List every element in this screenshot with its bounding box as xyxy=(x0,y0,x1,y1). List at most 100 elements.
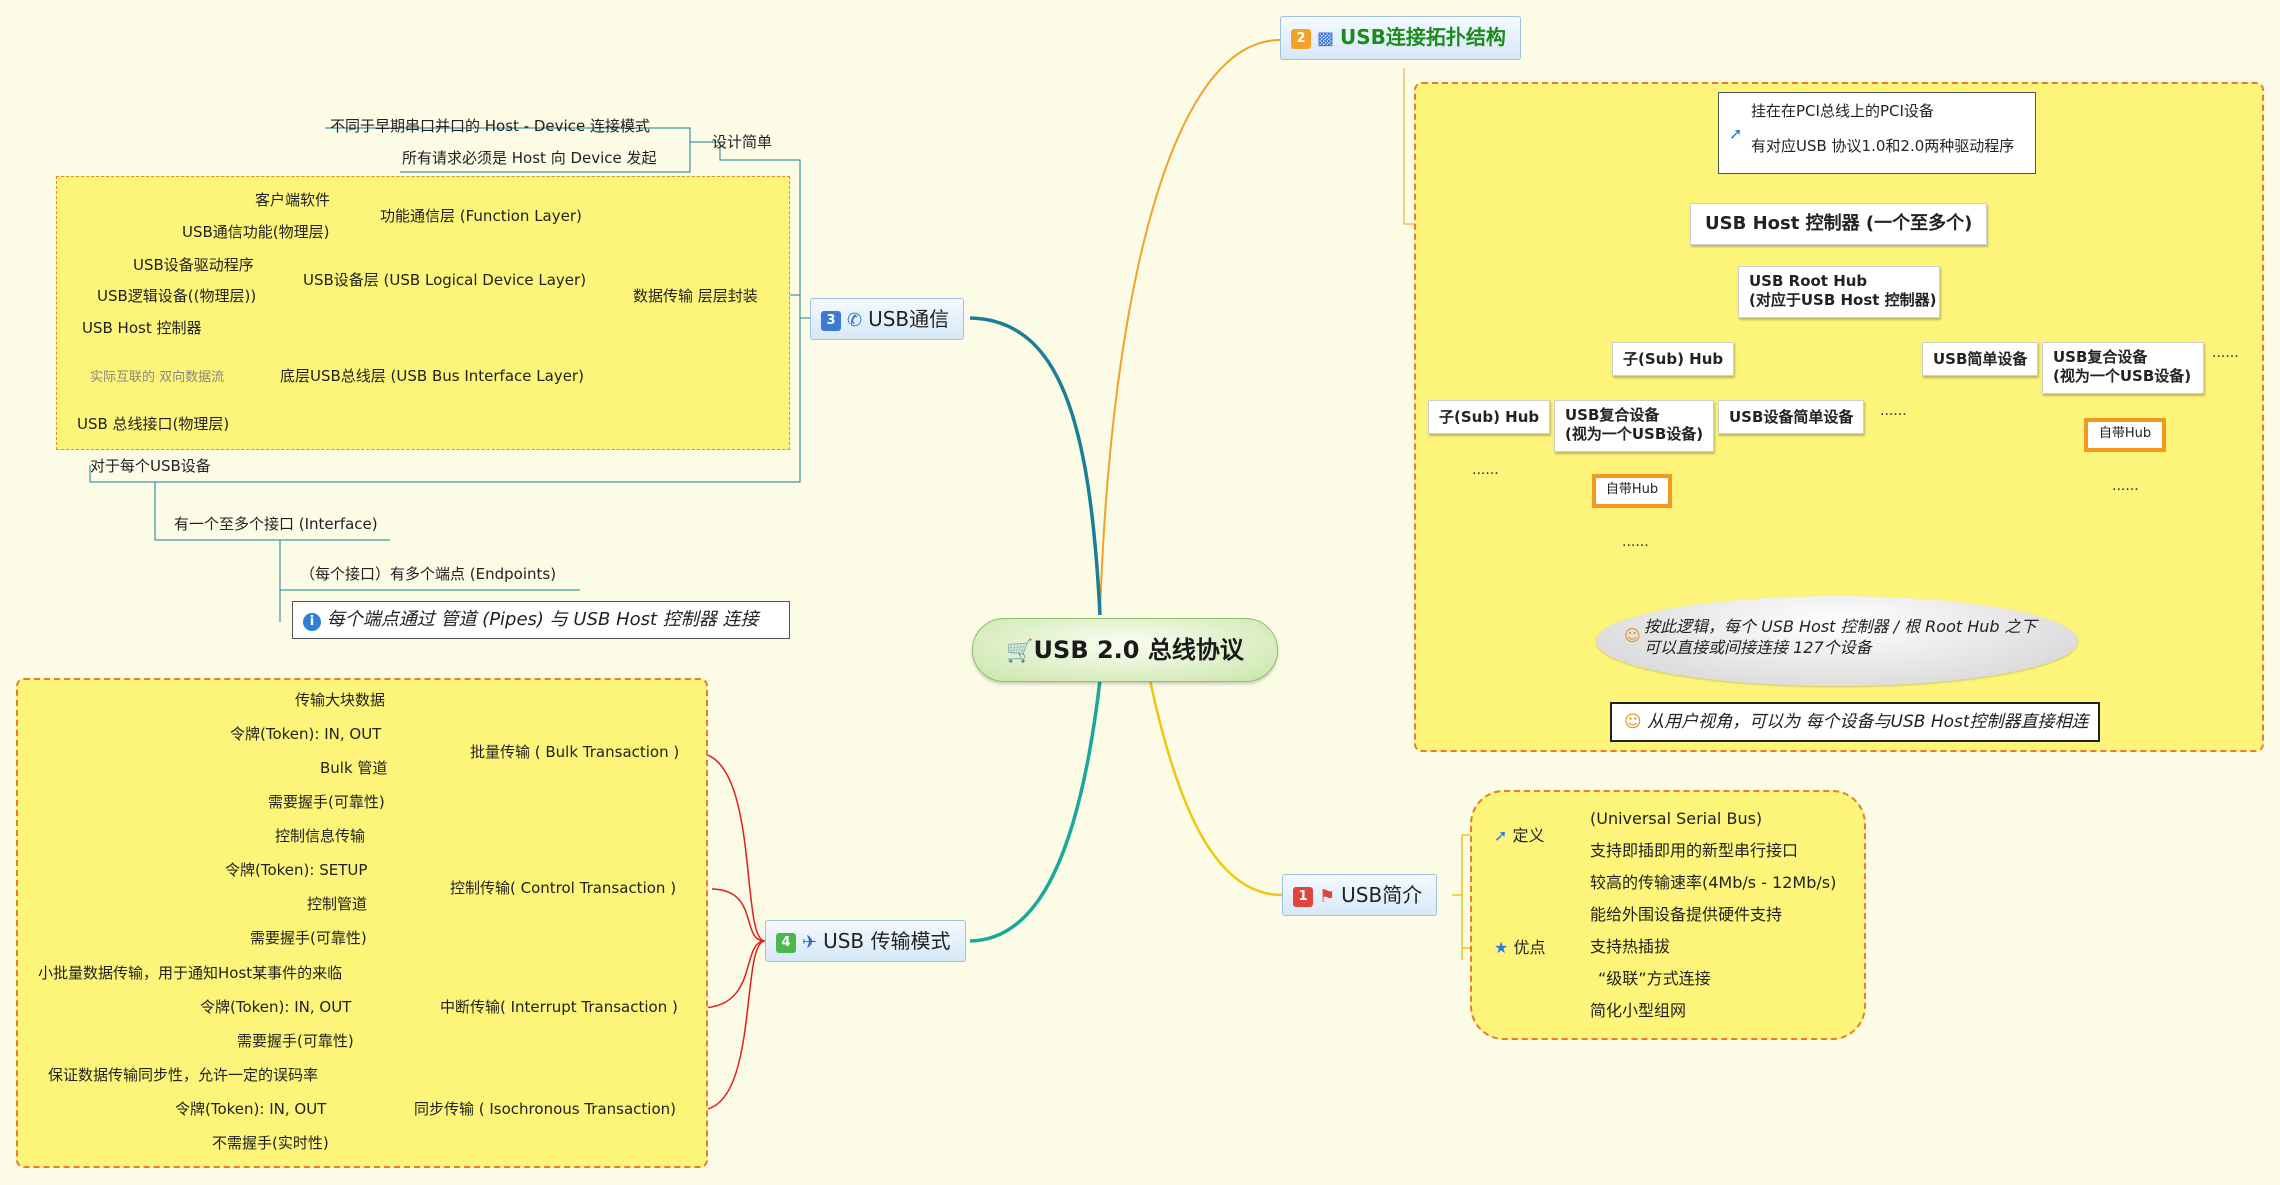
bulk-label[interactable]: 批量传输 ( Bulk Transaction ) xyxy=(470,743,680,761)
ellipsis: ...... xyxy=(1472,462,1499,478)
advantage-item[interactable]: “级联”方式连接 xyxy=(1598,969,1711,988)
interface-label[interactable]: 有一个至多个接口 (Interface) xyxy=(174,515,378,533)
control-item[interactable]: 令牌(Token): SETUP xyxy=(225,861,368,879)
info-icon: i xyxy=(303,613,321,631)
advantage-item[interactable]: 较高的传输速率(4Mb/s - 12Mb/s) xyxy=(1590,873,1837,892)
topic-label: USB通信 xyxy=(868,307,950,331)
bulk-item[interactable]: Bulk 管道 xyxy=(320,759,388,777)
iso-label[interactable]: 同步传输 ( Isochronous Transaction) xyxy=(414,1100,677,1118)
simple-device-node[interactable]: USB简单设备 xyxy=(1922,342,2039,376)
interrupt-item[interactable]: 需要握手(可靠性) xyxy=(237,1032,354,1050)
bidirectional-note: 实际互联的 双向数据流 xyxy=(90,370,225,385)
pci-callout[interactable]: 挂在在PCI总线上的PCI设备 有对应USB 协议1.0和2.0两种驱动程序 ➚ xyxy=(1718,92,2036,174)
arrow-icon: ➚ xyxy=(1729,124,1743,143)
iso-item[interactable]: 保证数据传输同步性，允许一定的误码率 xyxy=(48,1066,319,1084)
function-item[interactable]: USB通信功能(物理层) xyxy=(182,223,330,241)
root-hub-line: USB Root Hub xyxy=(1749,272,1868,290)
user-view-callout[interactable]: ☺ 从用户视角，可以为 每个设备与USB Host控制器直接相连 xyxy=(1610,702,2100,742)
bubble-note[interactable]: ☺ 按此逻辑，每个 USB Host 控制器 / 根 Root Hub 之下 可… xyxy=(1596,596,2078,686)
topic-label: USB简介 xyxy=(1341,883,1423,907)
iso-item[interactable]: 令牌(Token): IN, OUT xyxy=(175,1100,327,1118)
device-item[interactable]: USB设备驱动程序 xyxy=(133,256,254,274)
bulk-item[interactable]: 需要握手(可靠性) xyxy=(268,793,385,811)
central-label: USB 2.0 总线协议 xyxy=(1033,636,1244,664)
per-device-label[interactable]: 对于每个USB设备 xyxy=(90,457,211,475)
user-view-text: 从用户视角，可以为 每个设备与USB Host控制器直接相连 xyxy=(1647,712,2089,732)
bulk-item[interactable]: 传输大块数据 xyxy=(295,691,386,709)
topic-transfer[interactable]: 4✈USB 传输模式 xyxy=(765,920,966,962)
advantage-item[interactable]: 简化小型组网 xyxy=(1590,1001,1687,1020)
interrupt-item[interactable]: 令牌(Token): IN, OUT xyxy=(200,998,352,1016)
topic-number-badge: 1 xyxy=(1293,887,1313,907)
sub-hub-node[interactable]: 子(Sub) Hub xyxy=(1612,342,1735,376)
control-item[interactable]: 控制管道 xyxy=(307,895,368,913)
advantage-item[interactable]: 支持热插拔 xyxy=(1590,937,1671,956)
control-item[interactable]: 需要握手(可靠性) xyxy=(250,929,367,947)
cart-icon: 🛒 xyxy=(1006,639,1034,664)
definition-item[interactable]: 支持即插即用的新型串行接口 xyxy=(1590,841,1799,860)
composite-line: USB复合设备 xyxy=(2053,348,2148,366)
device-layer[interactable]: USB设备层 (USB Logical Device Layer) xyxy=(303,271,587,289)
composite-line: (视为一个USB设备) xyxy=(1565,425,1704,443)
smile-icon: ☺ xyxy=(1624,712,1642,732)
ellipsis: ...... xyxy=(2112,478,2139,494)
host-controller-node[interactable]: USB Host 控制器 (一个至多个) xyxy=(1690,203,1988,245)
arrow-icon: ➚ xyxy=(1494,826,1508,845)
topic-label: USB连接拓扑结构 xyxy=(1340,25,1506,49)
design-item[interactable]: 所有请求必须是 Host 向 Device 发起 xyxy=(402,149,657,167)
composite-line: USB复合设备 xyxy=(1565,406,1660,424)
topic-comm[interactable]: 3 ✆USB通信 xyxy=(810,298,965,340)
endpoints-label[interactable]: （每个接口）有多个端点 (Endpoints) xyxy=(300,565,557,583)
ellipsis: ...... xyxy=(2212,345,2239,361)
topic-topology[interactable]: 2 ▩USB连接拓扑结构 xyxy=(1280,16,1521,60)
bubble-line: 按此逻辑，每个 USB Host 控制器 / 根 Root Hub 之下 xyxy=(1644,617,2037,636)
design-item[interactable]: 不同于早期串口并口的 Host - Device 连接模式 xyxy=(330,117,650,135)
advantages-label[interactable]: ★ 优点 xyxy=(1494,938,1546,957)
topic-number-badge: 3 xyxy=(821,311,841,331)
function-item[interactable]: 客户端软件 xyxy=(255,191,331,209)
function-layer[interactable]: 功能通信层 (Function Layer) xyxy=(380,207,582,225)
branch-line-transfer xyxy=(969,679,1102,943)
design-label[interactable]: 设计简单 xyxy=(712,133,773,151)
interrupt-label[interactable]: 中断传输( Interrupt Transaction ) xyxy=(440,998,678,1016)
layers-boundary xyxy=(56,176,790,450)
interrupt-item[interactable]: 小批量数据传输，用于通知Host某事件的来临 xyxy=(38,964,343,982)
bubble-line: 可以直接或间接连接 127个设备 xyxy=(1644,638,1872,657)
composite-device-node-2[interactable]: USB复合设备 (视为一个USB设备) xyxy=(1554,400,1714,452)
iso-item[interactable]: 不需握手(实时性) xyxy=(212,1134,329,1152)
sub-hub-node-2[interactable]: 子(Sub) Hub xyxy=(1428,400,1551,434)
topic-number-badge: 2 xyxy=(1291,29,1311,49)
bus-item[interactable]: USB 总线接口(物理层) xyxy=(77,415,230,433)
simple-device-node-2[interactable]: USB设备简单设备 xyxy=(1718,400,1865,434)
definition-item[interactable]: (Universal Serial Bus) xyxy=(1590,809,1763,828)
phone-icon: ✆ xyxy=(847,310,863,331)
transfer-boundary xyxy=(16,678,708,1168)
control-item[interactable]: 控制信息传输 xyxy=(275,827,366,845)
layers-label[interactable]: 数据传输 层层封装 xyxy=(633,287,758,305)
smile-icon: ☺ xyxy=(1624,626,1641,645)
bulk-item[interactable]: 令牌(Token): IN, OUT xyxy=(230,725,382,743)
airplane-icon: ✈ xyxy=(802,932,818,953)
callout-line: 挂在在PCI总线上的PCI设备 xyxy=(1751,102,1934,120)
root-hub-node[interactable]: USB Root Hub (对应于USB Host 控制器) xyxy=(1738,266,1940,318)
definition-label[interactable]: ➚ 定义 xyxy=(1494,826,1545,845)
central-topic[interactable]: 🛒USB 2.0 总线协议 xyxy=(972,618,1278,682)
builtin-hub-node[interactable]: 自带Hub xyxy=(1592,474,1672,508)
pipes-text: 每个端点通过 管道 (Pipes) 与 USB Host 控制器 连接 xyxy=(326,609,759,630)
bus-item[interactable]: USB Host 控制器 xyxy=(82,319,202,337)
bus-layer[interactable]: 底层USB总线层 (USB Bus Interface Layer) xyxy=(280,367,584,385)
advantage-item[interactable]: 能给外围设备提供硬件支持 xyxy=(1590,905,1783,924)
topic-intro[interactable]: 1 ⚑USB简介 xyxy=(1282,874,1438,916)
branch-line-comm xyxy=(969,316,1102,616)
control-label[interactable]: 控制传输( Control Transaction ) xyxy=(450,879,677,897)
star-icon: ★ xyxy=(1494,938,1509,957)
device-item[interactable]: USB逻辑设备((物理层)) xyxy=(97,287,257,305)
ellipsis: ...... xyxy=(1880,403,1907,419)
bar-chart-icon: ▩ xyxy=(1317,28,1335,49)
topic-label: USB 传输模式 xyxy=(823,929,951,953)
pipes-callout[interactable]: i 每个端点通过 管道 (Pipes) 与 USB Host 控制器 连接 xyxy=(292,601,790,639)
builtin-hub-node-2[interactable]: 自带Hub xyxy=(2084,418,2166,452)
flag-icon: ⚑ xyxy=(1319,886,1336,907)
composite-device-node[interactable]: USB复合设备 (视为一个USB设备) xyxy=(2042,342,2204,394)
